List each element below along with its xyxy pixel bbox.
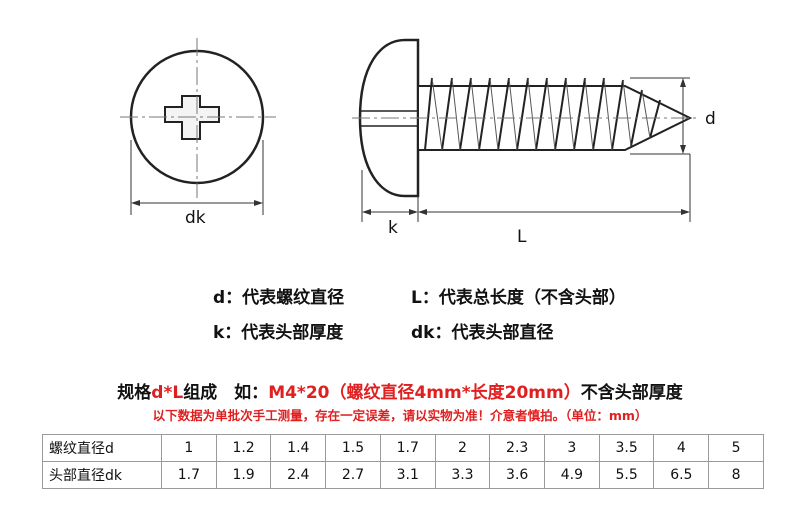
table-cell: 1.4 [270, 434, 327, 462]
table-cell: 3 [544, 434, 600, 462]
row-header-head-diameter: 头部直径dk [42, 461, 162, 489]
legend-k: k：代表头部厚度 [213, 323, 344, 343]
screw-side-view [352, 38, 700, 222]
table-cell: 1.2 [215, 434, 272, 462]
table-cell: 1.9 [215, 461, 272, 489]
table-cell: 2.7 [325, 461, 381, 489]
head-top-view [120, 38, 276, 215]
table-cell: 3.3 [434, 461, 491, 489]
dk-label: dk [185, 208, 206, 228]
k-label: k [388, 218, 398, 238]
size-table: 螺纹直径d 1 1.2 1.4 1.5 1.7 2 2.3 3 3.5 4 5 … [42, 434, 764, 489]
spec-suffix: 不含头部厚度 [580, 383, 683, 403]
legend-dk: dk：代表头部直径 [411, 323, 554, 343]
table-cell: 2 [434, 434, 491, 462]
legend-d: d：代表螺纹直径 [213, 288, 345, 308]
screw-diagram: dk d k L [120, 38, 716, 247]
table-row: 螺纹直径d 1 1.2 1.4 1.5 1.7 2 2.3 3 3.5 4 5 [42, 434, 764, 462]
table-cell: 1.7 [379, 434, 436, 462]
table-cell: 2.3 [489, 434, 546, 462]
table-cell: 1 [161, 434, 217, 462]
spec-middle: 组成 如： [183, 383, 269, 403]
table-cell: 3.5 [598, 434, 655, 462]
table-cell: 6.5 [653, 461, 710, 489]
legend-L: L：代表总长度（不含头部） [411, 288, 626, 308]
table-cell: 4 [653, 434, 710, 462]
table-cell: 4.9 [544, 461, 600, 489]
row-header-thread-diameter: 螺纹直径d [42, 434, 162, 462]
table-cell: 3.6 [489, 461, 546, 489]
table-cell: 8 [708, 461, 764, 489]
table-row: 头部直径dk 1.7 1.9 2.4 2.7 3.1 3.3 3.6 4.9 5… [42, 461, 764, 489]
table-cell: 5.5 [598, 461, 655, 489]
spec-prefix: 规格 [117, 383, 152, 403]
measurement-note: 以下数据为单批次手工测量，存在一定误差，请以实物为准！介意者慎拍。（单位：mm） [152, 408, 648, 423]
L-label: L [517, 227, 527, 247]
d-label: d [705, 109, 716, 129]
table-cell: 1.7 [161, 461, 217, 489]
spec-example: M4*20（螺纹直径4mm*长度20mm） [268, 383, 581, 403]
spec-line: 规格d*L组成 如：M4*20（螺纹直径4mm*长度20mm）不含头部厚度 [0, 378, 800, 403]
table-cell: 5 [708, 434, 764, 462]
table-cell: 3.1 [379, 461, 436, 489]
spec-formula: d*L [151, 383, 184, 403]
table-cell: 1.5 [325, 434, 381, 462]
table-cell: 2.4 [270, 461, 327, 489]
